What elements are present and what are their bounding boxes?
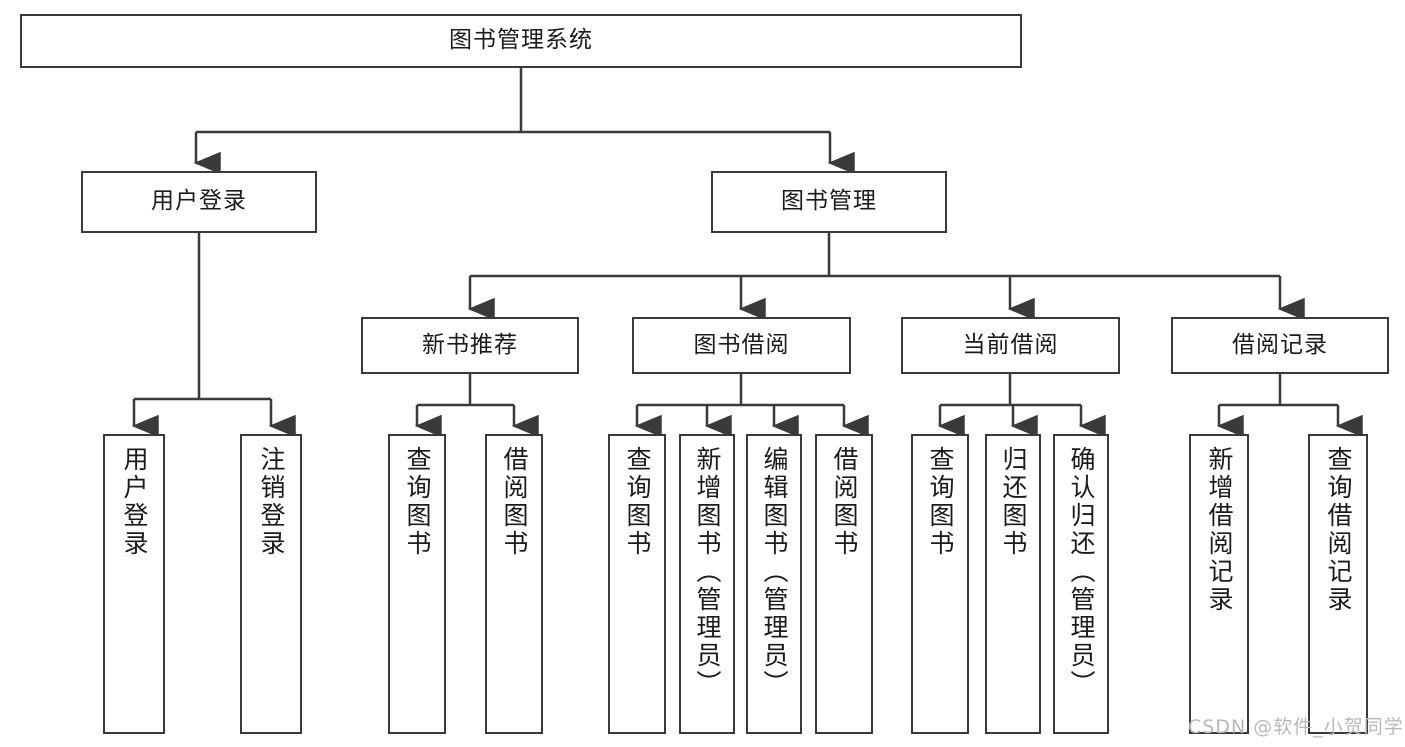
node-label: 新书推荐 — [422, 331, 518, 358]
node-leaf-borrow-book-2[interactable]: 借阅图书 — [815, 434, 873, 734]
node-leaf-return-book[interactable]: 归还图书 — [985, 434, 1041, 734]
node-leaf-add-borrow-record[interactable]: 新增借阅记录 — [1189, 434, 1249, 734]
node-label: 查询借阅记录 — [1324, 446, 1353, 614]
node-label: 图书借阅 — [693, 331, 790, 358]
node-current-borrow[interactable]: 当前借阅 — [901, 317, 1120, 374]
node-leaf-query-book-2[interactable]: 查询图书 — [608, 434, 666, 734]
node-leaf-user-login[interactable]: 用户登录 — [103, 434, 165, 734]
node-borrow-record[interactable]: 借阅记录 — [1171, 317, 1389, 374]
node-leaf-add-book-admin[interactable]: 新增图书（管理员） — [679, 434, 735, 734]
node-label: 用户登录 — [120, 446, 149, 558]
node-root-book-management-system[interactable]: 图书管理系统 — [20, 14, 1022, 68]
node-label: 用户登录 — [151, 188, 247, 215]
node-leaf-confirm-return-admin[interactable]: 确认归还（管理员） — [1053, 434, 1109, 734]
node-book-management[interactable]: 图书管理 — [711, 171, 947, 233]
node-book-borrow[interactable]: 图书借阅 — [632, 317, 851, 374]
node-label: 查询图书 — [926, 446, 955, 558]
node-label: 借阅记录 — [1232, 331, 1328, 358]
node-label: 图书管理系统 — [449, 27, 593, 54]
node-label: 注销登录 — [257, 446, 286, 558]
node-leaf-query-borrow-record[interactable]: 查询借阅记录 — [1308, 434, 1368, 734]
node-leaf-borrow-book-1[interactable]: 借阅图书 — [485, 434, 543, 734]
node-leaf-edit-book-admin[interactable]: 编辑图书（管理员） — [746, 434, 802, 734]
node-leaf-query-book-3[interactable]: 查询图书 — [911, 434, 969, 734]
node-label: 查询图书 — [623, 446, 652, 558]
node-new-book-recommendation[interactable]: 新书推荐 — [361, 317, 579, 374]
node-user-login[interactable]: 用户登录 — [81, 171, 317, 233]
node-label: 当前借阅 — [962, 331, 1059, 358]
node-label: 新增借阅记录 — [1205, 446, 1234, 614]
node-label: 编辑图书（管理员） — [760, 446, 789, 698]
node-label: 查询图书 — [403, 446, 432, 558]
node-label: 借阅图书 — [830, 446, 859, 558]
node-label: 确认归还（管理员） — [1067, 446, 1096, 698]
node-label: 新增图书（管理员） — [693, 446, 722, 698]
node-leaf-logout[interactable]: 注销登录 — [240, 434, 302, 734]
node-label: 图书管理 — [781, 188, 877, 215]
node-label: 归还图书 — [999, 446, 1028, 558]
node-label: 借阅图书 — [500, 446, 529, 558]
node-leaf-query-book-1[interactable]: 查询图书 — [388, 434, 446, 734]
